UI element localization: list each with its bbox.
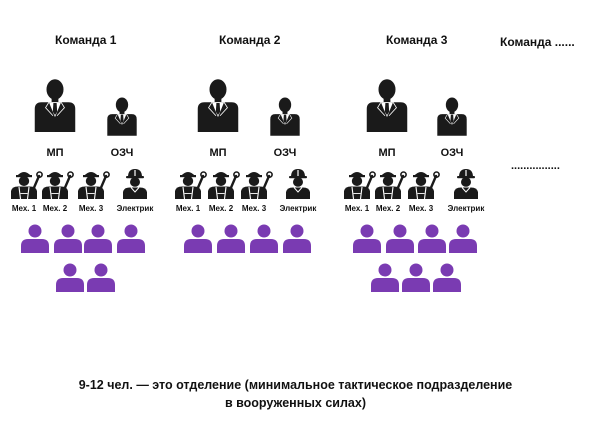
team-3-mechanic-2-icon [375,171,407,200]
team-1-deputy-businessman-icon [107,97,137,136]
team-1-electrician-icon [123,169,147,199]
team-2-leader-businessman-icon [197,79,239,132]
team-2-worker-label-3: Мех. 3 [241,204,267,213]
team-3-title: Команда 3 [386,33,448,47]
team-2-member-person-icon-2 [217,224,245,253]
team-1-mechanic-1-icon [11,171,43,200]
team-3-worker-label-4: Электрик [447,204,485,213]
team-3-worker-label-3: Мех. 3 [408,204,434,213]
team-2-role-mp: МП [209,147,227,159]
caption: 9-12 чел. — это отделение (минимальное т… [0,376,591,412]
team-2-mechanic-2-icon [208,171,240,200]
team-3-member-person-icon-2 [386,224,414,253]
team-1-title: Команда 1 [55,33,117,47]
caption-line-1: 9-12 чел. — это отделение (минимальное т… [78,378,513,392]
team-3-electrician-icon [454,169,478,199]
team-2-electrician-icon [286,169,310,199]
team-2-deputy-businessman-icon [270,97,300,136]
team-2-role-ozch: ОЗЧ [273,147,297,159]
team-1-worker-label-1: Мех. 1 [11,204,37,213]
team-3-member-person-icon-4 [449,224,477,253]
team-1-mechanic-2-icon [42,171,74,200]
team-3-role-ozch: ОЗЧ [440,147,464,159]
team-1-worker-label-3: Мех. 3 [78,204,104,213]
team-1-member-person-icon-2 [54,224,82,253]
team-3-worker-label-2: Мех. 2 [375,204,401,213]
team-3-worker-label-1: Мех. 1 [344,204,370,213]
team-1-role-ozch: ОЗЧ [110,147,134,159]
team-3-member-person-icon-7 [433,263,461,292]
team-2-title: Команда 2 [219,33,281,47]
team-3-member-person-icon-6 [402,263,430,292]
team-3-mechanic-1-icon [344,171,376,200]
team-2-mechanic-3-icon [241,171,273,200]
team-2-member-person-icon-4 [283,224,311,253]
team-3-member-person-icon-1 [353,224,381,253]
team-2-mechanic-1-icon [175,171,207,200]
team-1-leader-businessman-icon [34,79,76,132]
team-3-leader-businessman-icon [366,79,408,132]
team-1-member-person-icon-4 [117,224,145,253]
team-3-mechanic-3-icon [408,171,440,200]
team-1-worker-label-2: Мех. 2 [42,204,68,213]
team-1-worker-label-4: Электрик [116,204,154,213]
team-more-ellipsis: ................ [511,160,560,172]
team-2-worker-label-4: Электрик [279,204,317,213]
team-2-member-person-icon-1 [184,224,212,253]
team-3-member-person-icon-5 [371,263,399,292]
team-1-member-person-icon-1 [21,224,49,253]
team-1-mechanic-3-icon [78,171,110,200]
team-1-member-person-icon-5 [56,263,84,292]
team-2-worker-label-1: Мех. 1 [175,204,201,213]
team-3-member-person-icon-3 [418,224,446,253]
caption-line-2: в вооруженных силах) [224,396,366,410]
team-3-role-mp: МП [378,147,396,159]
team-3-deputy-businessman-icon [437,97,467,136]
team-more-title: Команда ...... [500,35,575,49]
team-1-role-mp: МП [46,147,64,159]
team-1-member-person-icon-3 [84,224,112,253]
team-1-member-person-icon-6 [87,263,115,292]
team-2-worker-label-2: Мех. 2 [208,204,234,213]
team-2-member-person-icon-3 [250,224,278,253]
